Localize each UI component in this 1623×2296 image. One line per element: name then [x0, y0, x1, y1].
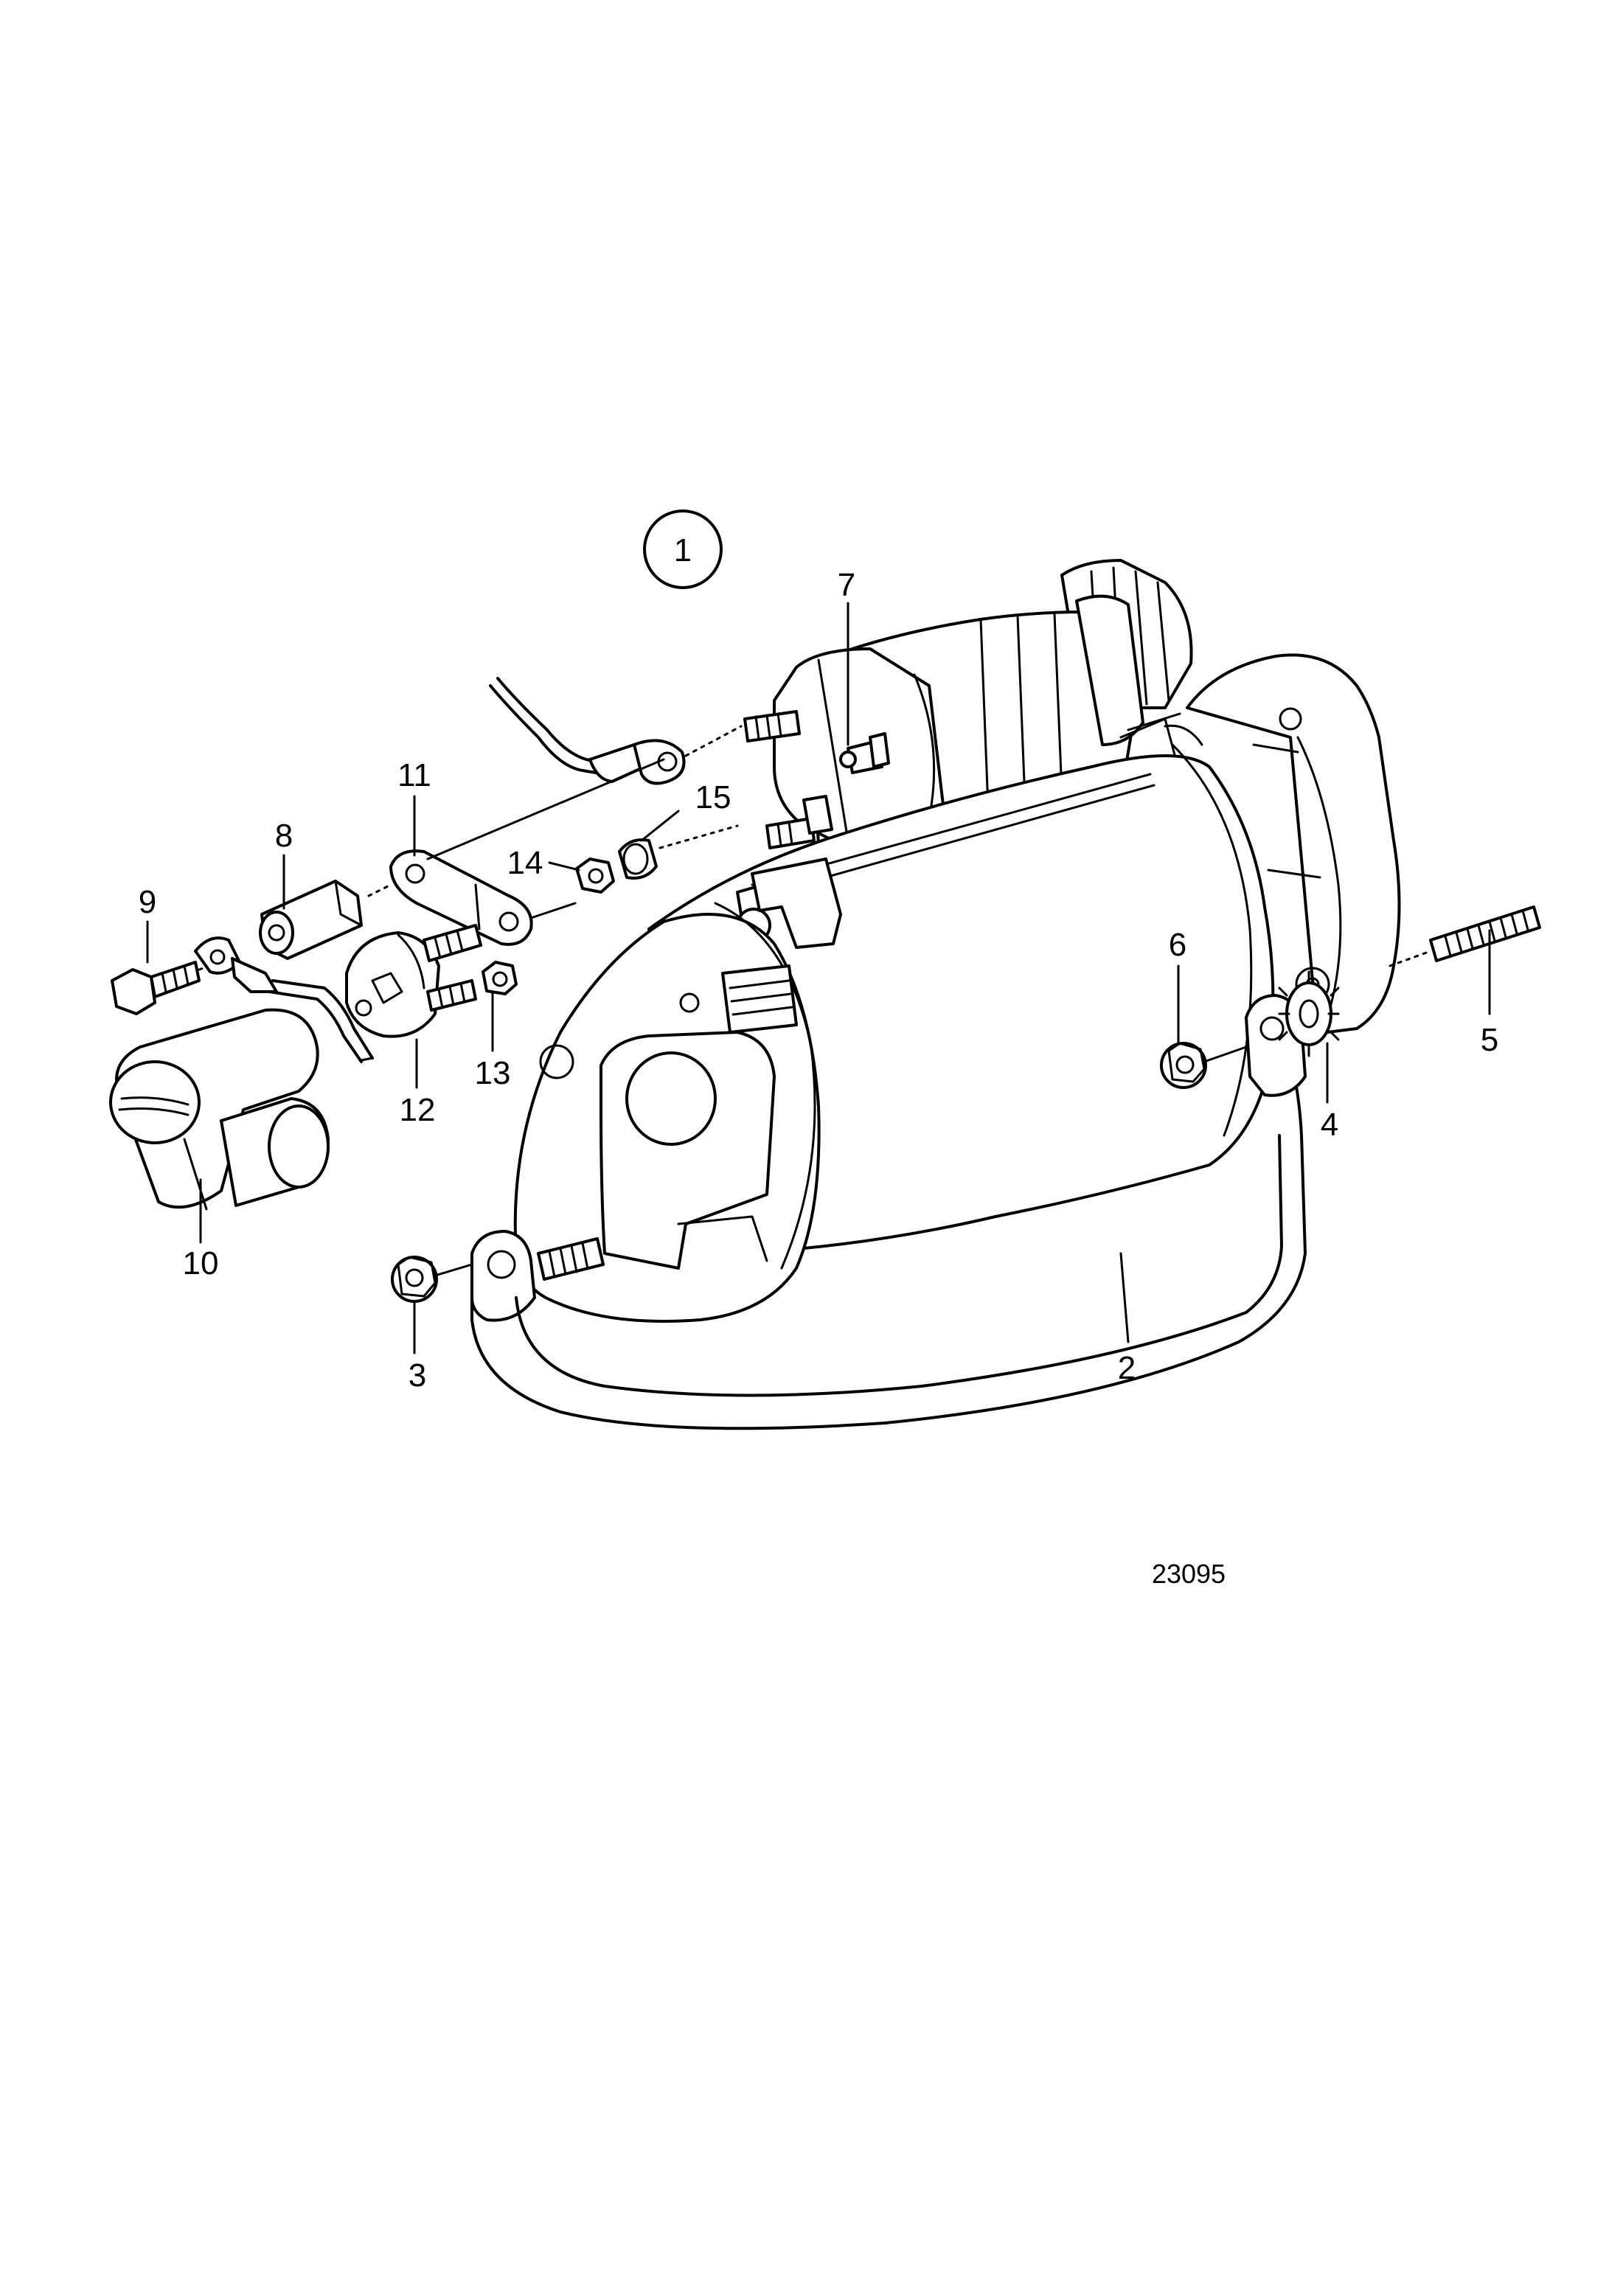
callout-2: 2 — [1118, 1350, 1136, 1386]
stud-5 — [1389, 905, 1541, 967]
callout-14: 14 — [507, 845, 543, 881]
nut-14 — [575, 857, 615, 894]
flange-nut-3 — [391, 1256, 473, 1303]
callout-11: 11 — [397, 757, 431, 793]
support-bracket — [470, 994, 1307, 1430]
group-marker-number: 1 — [674, 532, 692, 568]
drawing-number: 23095 — [1152, 1559, 1226, 1589]
spacer-8 — [259, 880, 392, 960]
cable-lower — [194, 936, 374, 1063]
callout-10: 10 — [183, 1245, 219, 1281]
callout-7: 7 — [838, 567, 855, 603]
sleeve-15 — [618, 824, 739, 880]
callout-9: 9 — [139, 884, 156, 920]
link-bar-11 — [389, 758, 665, 946]
terminal-block-12 — [345, 924, 482, 1038]
cable-ring-terminal — [489, 677, 743, 785]
flange-nut-6 — [1160, 1042, 1248, 1089]
callout-8: 8 — [275, 818, 293, 854]
callout-13: 13 — [475, 1055, 511, 1091]
serrated-washer-4 — [1278, 970, 1340, 1057]
callout-6: 6 — [1169, 927, 1186, 963]
starter-motor — [513, 559, 1401, 1323]
callout-12: 12 — [400, 1092, 436, 1128]
callout-4: 4 — [1321, 1107, 1338, 1143]
callout-3: 3 — [409, 1357, 426, 1394]
callout-leaders — [146, 602, 1491, 1354]
nut-13 — [482, 961, 518, 995]
protective-cap-10 — [109, 1008, 330, 1211]
callout-5: 5 — [1481, 1022, 1498, 1058]
callout-numbers: 2 3 4 5 6 7 8 9 10 11 12 13 14 15 — [139, 567, 1498, 1394]
group-marker: 1 — [643, 509, 723, 589]
callout-15: 15 — [695, 779, 731, 815]
bolt-9 — [111, 961, 212, 1015]
